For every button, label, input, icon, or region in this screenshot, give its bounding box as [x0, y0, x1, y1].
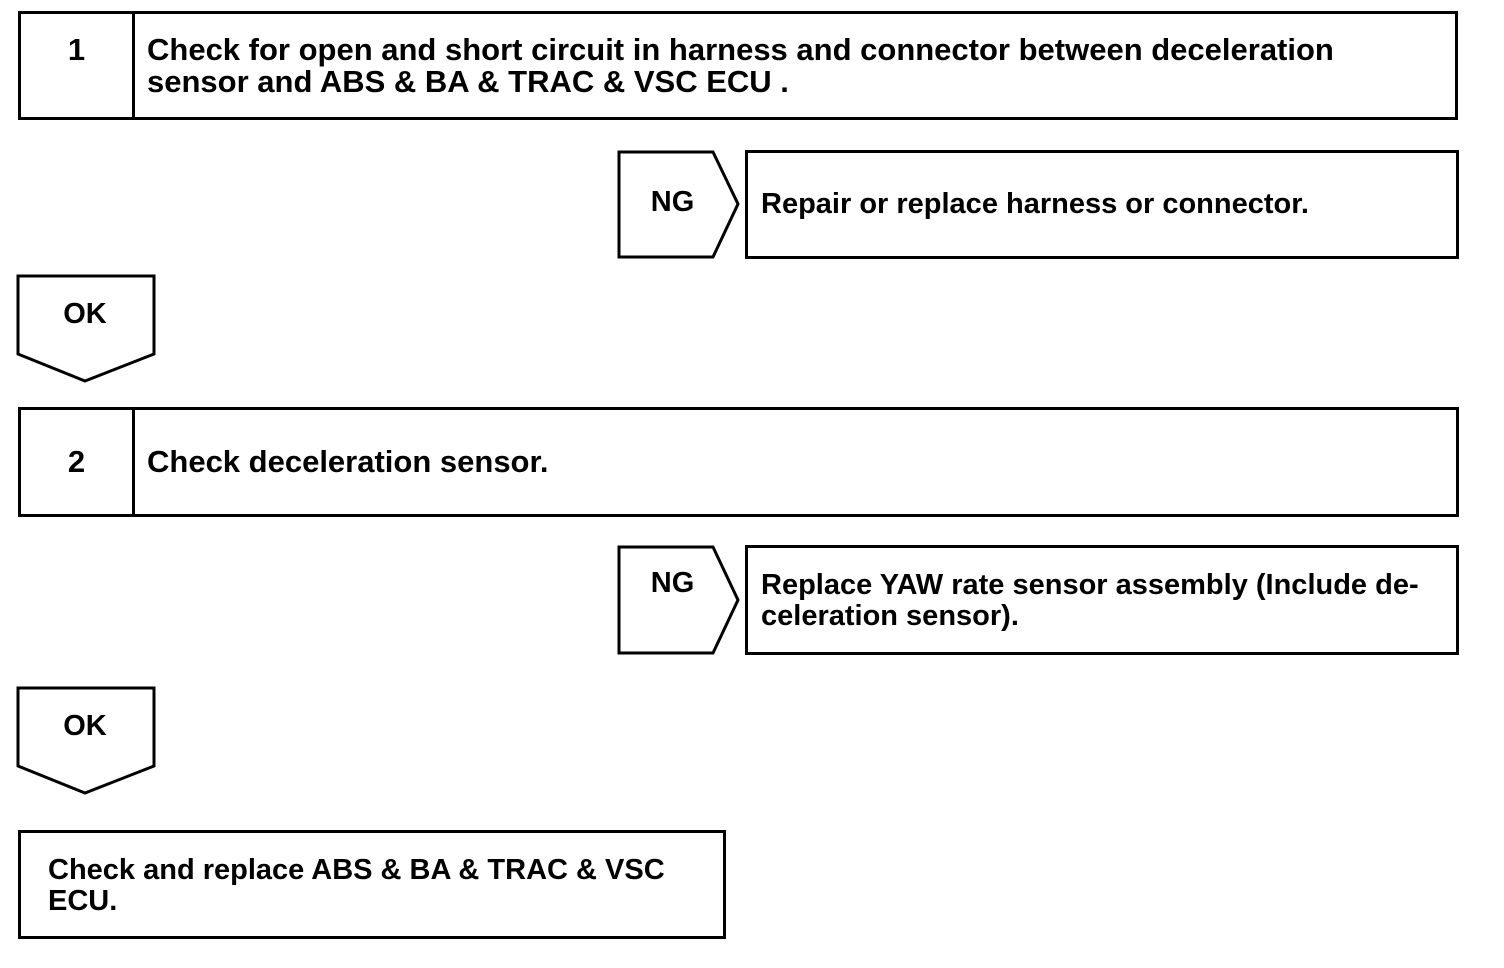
ok-label-2: OK [63, 710, 107, 742]
ok-arrow-2 [16, 686, 156, 795]
step-1-box: 1 Check for open and short circuit in ha… [18, 11, 1458, 120]
ng-result-box-1: Repair or replace harness or connector. [745, 150, 1459, 259]
final-action-line-2: ECU. [48, 885, 118, 917]
ng-label-2: NG [650, 567, 695, 599]
final-action-box: Check and replace ABS & BA & TRAC & VSC … [18, 830, 726, 939]
step-2-text-line-1: Check deceleration sensor. [147, 444, 549, 479]
ng-result-box-2: Replace YAW rate sensor assembly (Includ… [745, 545, 1459, 655]
ng-result-1-line-1: Repair or replace harness or connector. [761, 188, 1309, 220]
ng-result-2-line-2: celeration sensor). [761, 600, 1019, 632]
ok-arrow-1 [16, 274, 156, 383]
step-1-number: 1 [21, 14, 135, 117]
ng-result-1-text: Repair or replace harness or connector. [761, 189, 1451, 220]
final-action-line-1: Check and replace ABS & BA & TRAC & VSC [48, 854, 665, 886]
ok-label-1: OK [63, 298, 107, 330]
step-1-text-line-1: Check for open and short circuit in harn… [147, 32, 1334, 67]
step-1-text-line-2: sensor and ABS & BA & TRAC & VSC ECU . [147, 64, 789, 99]
ng-result-2-line-1: Replace YAW rate sensor assembly (Includ… [761, 569, 1419, 601]
ng-result-2-text: Replace YAW rate sensor assembly (Includ… [761, 570, 1451, 632]
ng-arrow-2 [617, 545, 740, 655]
step-1-text: Check for open and short circuit in harn… [147, 34, 1447, 98]
final-action-text: Check and replace ABS & BA & TRAC & VSC … [48, 855, 718, 917]
step-2-number: 2 [21, 410, 135, 514]
step-2-box: 2 Check deceleration sensor. [18, 407, 1459, 517]
step-2-text: Check deceleration sensor. [147, 446, 1447, 478]
ng-arrow-1 [617, 150, 740, 259]
ng-label-1: NG [650, 186, 695, 218]
